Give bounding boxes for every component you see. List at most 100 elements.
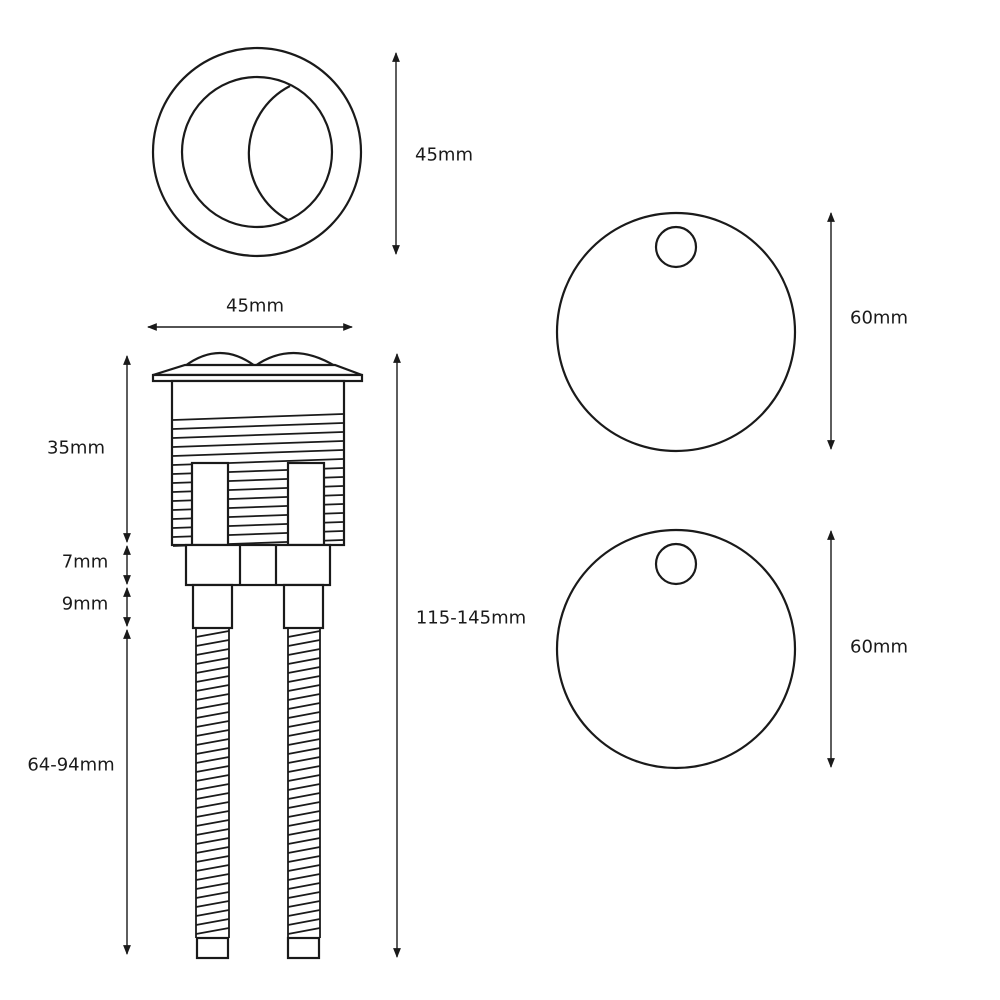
- stem-right: [282, 583, 325, 630]
- thread-line: [287, 747, 321, 755]
- thread-line: [195, 765, 230, 773]
- dimension-label: 115-145mm: [415, 607, 527, 629]
- thread-line: [287, 783, 321, 791]
- thread-line: [287, 774, 321, 782]
- thread-line: [172, 422, 344, 430]
- thread-line: [287, 720, 321, 728]
- thread-line: [287, 918, 321, 926]
- thread-line: [287, 837, 321, 845]
- thread-line: [195, 756, 230, 764]
- thread-line: [287, 765, 321, 773]
- thread-line: [195, 891, 230, 899]
- dimension-label: 7mm: [61, 551, 109, 573]
- thread-line: [195, 675, 230, 683]
- thread-line: [287, 666, 321, 674]
- button-outer-ring: [151, 46, 363, 258]
- thread-line: [287, 675, 321, 683]
- thread-line: [287, 702, 321, 710]
- thread-line: [172, 449, 344, 457]
- thread-line: [172, 431, 344, 439]
- thread-line: [195, 720, 230, 728]
- thread-line: [287, 900, 321, 908]
- thread-line: [287, 729, 321, 737]
- thread-line: [287, 792, 321, 800]
- thread-line: [195, 855, 230, 863]
- thread-line: [195, 693, 230, 701]
- thread-line: [287, 819, 321, 827]
- dimension-lines: [123, 52, 835, 958]
- threaded-rods: [195, 628, 321, 938]
- dimension-label: 45mm: [415, 144, 473, 166]
- thread-line: [287, 846, 321, 854]
- thread-line: [195, 657, 230, 665]
- thread-line: [195, 900, 230, 908]
- thread-line: [287, 882, 321, 890]
- thread-line: [195, 810, 230, 818]
- thread-line: [195, 801, 230, 809]
- thread-line: [195, 639, 230, 647]
- thread-line: [195, 927, 230, 935]
- thread-line: [287, 828, 321, 836]
- thread-line: [195, 666, 230, 674]
- thread-line: [287, 684, 321, 692]
- thread-line: [287, 801, 321, 809]
- thread-line: [287, 738, 321, 746]
- half-flush-divider: [247, 85, 291, 221]
- thread-line: [195, 648, 230, 656]
- thread-line: [195, 630, 230, 638]
- thread-line: [195, 684, 230, 692]
- button-top-view: [151, 46, 363, 258]
- thread-line: [287, 927, 321, 935]
- dimension-label: 60mm: [850, 307, 908, 329]
- thread-line: [287, 711, 321, 719]
- button-side-view: [151, 351, 364, 960]
- thread-line: [287, 810, 321, 818]
- thread-line: [287, 909, 321, 917]
- dimension-label: 60mm: [850, 636, 908, 658]
- stem-left: [191, 583, 234, 630]
- body-slot-right: [286, 461, 326, 547]
- thread-line: [287, 639, 321, 647]
- dimension-label: 45mm: [226, 295, 284, 317]
- thread-line: [195, 729, 230, 737]
- thread-line: [195, 846, 230, 854]
- thread-line: [287, 630, 321, 638]
- thread-line: [172, 413, 344, 421]
- thread-line: [195, 828, 230, 836]
- thread-line: [195, 738, 230, 746]
- thread-line: [195, 747, 230, 755]
- rod-end-right: [286, 936, 321, 960]
- flange-top: [152, 363, 363, 377]
- thread-line: [195, 702, 230, 710]
- thread-line: [287, 693, 321, 701]
- rod-end-left: [195, 936, 230, 960]
- dimension-label: 64-94mm: [27, 754, 115, 776]
- token-hole: [654, 542, 698, 586]
- button-face: [180, 75, 334, 229]
- dimension-label: 35mm: [47, 437, 105, 459]
- thread-line: [195, 783, 230, 791]
- thread-line: [287, 648, 321, 656]
- thread-line: [195, 882, 230, 890]
- thread-line: [287, 855, 321, 863]
- token-top: [555, 211, 797, 453]
- thread-line: [287, 873, 321, 881]
- thread-line: [195, 864, 230, 872]
- thread-line: [287, 756, 321, 764]
- body-slot-left: [190, 461, 230, 547]
- thread-line: [287, 891, 321, 899]
- thread-line: [287, 864, 321, 872]
- thread-line: [195, 792, 230, 800]
- token-bottom: [555, 528, 797, 770]
- thread-line: [195, 873, 230, 881]
- thread-line: [172, 440, 344, 448]
- thread-line: [195, 918, 230, 926]
- thread-line: [195, 711, 230, 719]
- thread-line: [195, 819, 230, 827]
- thread-line: [287, 657, 321, 665]
- lock-nut: [184, 543, 332, 587]
- thread-line: [195, 837, 230, 845]
- dimension-label: 9mm: [61, 593, 109, 615]
